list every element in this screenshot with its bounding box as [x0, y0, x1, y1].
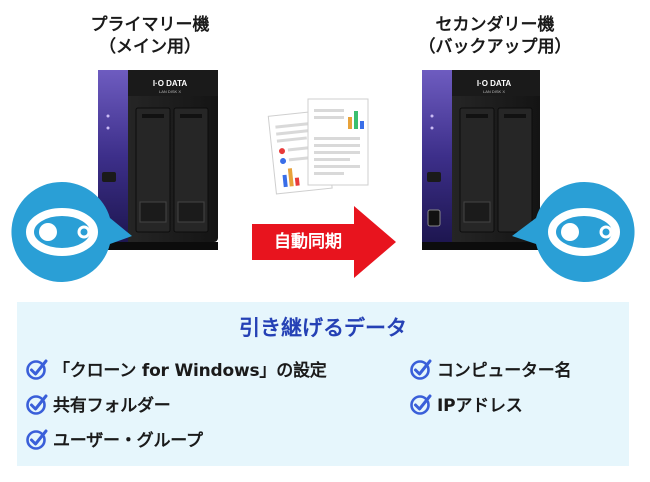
secondary-nas-device: I·O DATA LAN DISK X: [422, 70, 540, 250]
list-item: IPアドレス: [409, 391, 523, 416]
check-icon: [410, 394, 432, 415]
list-item: 共有フォルダー: [25, 391, 171, 416]
list-item-label: ユーザー・グループ: [53, 431, 203, 451]
panel-title: 引き継げるデータ: [239, 316, 407, 340]
primary-nas-device: I·O DATA LAN DISK X: [98, 70, 218, 250]
secondary-title: セカンダリー機: [435, 15, 555, 35]
check-icon: [26, 359, 48, 380]
primary-title: プライマリー機: [90, 15, 210, 35]
list-item-label: 共有フォルダー: [53, 396, 171, 416]
primary-subtitle: （メイン用）: [99, 37, 201, 57]
sync-arrow-label: 自動同期: [274, 232, 342, 252]
list-item-label: コンピューター名: [437, 361, 572, 381]
transferable-data-panel: 引き継げるデータ 「クローン for Windows」の設定 共有フォルダー ユ…: [17, 302, 629, 466]
documents-icon: [267, 98, 369, 195]
primary-caption: プライマリー機 （メイン用）: [70, 14, 230, 58]
list-item: ユーザー・グループ: [25, 426, 203, 451]
secondary-brand-label: I·O DATA: [477, 79, 512, 88]
check-icon: [26, 429, 48, 450]
secondary-clone-bubble-icon: [512, 181, 635, 282]
secondary-subtitle: （バックアップ用）: [418, 37, 572, 57]
primary-brand-label: I·O DATA: [153, 79, 188, 88]
list-item: 「クローン for Windows」の設定: [25, 356, 327, 381]
secondary-caption: セカンダリー機 （バックアップ用）: [405, 14, 585, 58]
check-icon: [26, 394, 48, 415]
primary-model-label: LAN DISK X: [159, 89, 181, 94]
list-item-label: 「クローン for Windows」の設定: [53, 361, 327, 381]
list-item: コンピューター名: [409, 356, 572, 381]
check-icon: [410, 359, 432, 380]
list-item-label: IPアドレス: [437, 396, 523, 416]
sync-arrow: [252, 206, 396, 278]
secondary-model-label: LAN DISK X: [483, 89, 505, 94]
primary-clone-bubble-icon: [11, 181, 132, 282]
